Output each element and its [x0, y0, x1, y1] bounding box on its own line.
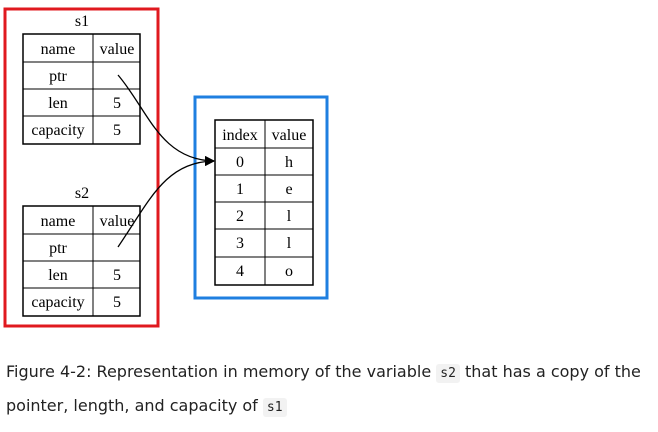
s2-table: name value ptr len 5 capacity 5	[22, 205, 141, 317]
heap-row-value: h	[285, 154, 293, 171]
s2-row-ptr-name: ptr	[49, 240, 67, 257]
heap-row-index: 2	[236, 208, 244, 225]
caption-text-middle: that has a copy of the pointer, length, …	[6, 362, 641, 415]
caption-text-before: Figure 4-2: Representation in memory of …	[6, 362, 437, 381]
s1-row-capacity-value: 5	[113, 122, 121, 139]
s1-ptr-arrow	[117, 74, 215, 166]
s1-header-value: value	[100, 41, 135, 58]
heap-table: index value 0 h 1 e 2 l 3 l 4 o	[214, 119, 314, 286]
s2-row-len-name: len	[48, 267, 68, 284]
s2-header-name: name	[41, 213, 76, 230]
s1-row-ptr-name: ptr	[49, 68, 67, 85]
caption-code-s1: s1	[262, 398, 287, 417]
s2-title: s2	[75, 185, 89, 202]
heap-row-index: 3	[236, 235, 244, 252]
heap-header-index: index	[222, 127, 258, 144]
s2-row-len-value: 5	[113, 267, 121, 284]
s2-ptr-arrow	[117, 156, 215, 248]
s1-table: name value ptr len 5 capacity 5	[22, 33, 141, 145]
s1-title: s1	[75, 13, 89, 30]
s1-row-capacity-name: capacity	[31, 122, 84, 139]
s1-row-len-name: len	[48, 95, 68, 112]
heap-row-index: 0	[236, 154, 244, 171]
s1-row-len-value: 5	[113, 95, 121, 112]
heap-frame	[193, 95, 329, 300]
figure-caption: Figure 4-2: Representation in memory of …	[6, 356, 646, 424]
heap-row-index: 4	[236, 263, 244, 280]
heap-row-value: l	[287, 235, 292, 252]
s1-header-name: name	[41, 41, 76, 58]
memory-diagram: s1 name value ptr len 5 capacity 5 s2 na…	[3, 7, 329, 328]
s2-row-capacity-value: 5	[113, 294, 121, 311]
heap-row-value: l	[287, 208, 292, 225]
heap-row-value: e	[285, 181, 292, 198]
caption-code-s2: s2	[436, 364, 460, 383]
s2-header-value: value	[100, 213, 135, 230]
stack-frame	[3, 7, 160, 328]
heap-row-value: o	[285, 263, 293, 280]
heap-row-index: 1	[236, 181, 244, 198]
s2-row-capacity-name: capacity	[31, 294, 84, 311]
heap-header-value: value	[272, 127, 307, 144]
